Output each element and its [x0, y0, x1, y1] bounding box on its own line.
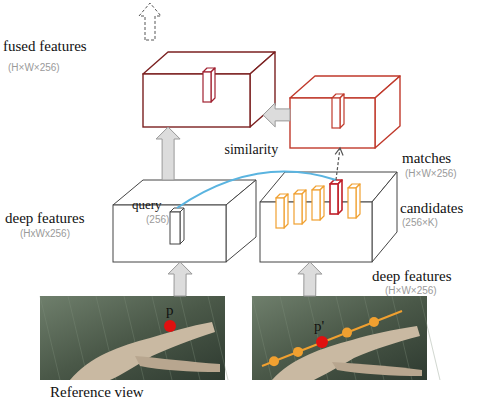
box-front-face — [330, 184, 338, 214]
feature-column — [332, 94, 344, 128]
column-size: (256) — [146, 214, 169, 225]
connector — [177, 172, 336, 208]
candidate-column — [312, 186, 324, 220]
photo-texture — [252, 296, 272, 380]
box-side-face — [226, 180, 256, 262]
view-caption: Reference view — [50, 384, 144, 401]
point-marker — [164, 320, 176, 332]
block-arrow — [168, 262, 192, 296]
deep-feature-box: deep features(HxWx256)query(256) — [113, 180, 256, 262]
box-side-face — [356, 184, 360, 218]
feature-volume — [290, 76, 400, 148]
node-outline — [290, 76, 430, 148]
node-outline — [272, 180, 372, 246]
column-title: query — [132, 198, 162, 212]
box-front-face — [143, 74, 250, 127]
reference-image: pReference view — [40, 296, 225, 380]
box-front-face — [170, 212, 180, 244]
epipolar-line — [262, 311, 402, 366]
volume-title: fused features — [3, 38, 87, 55]
feature-volume — [113, 180, 256, 262]
box-side-face — [372, 172, 397, 262]
box-side-face — [375, 76, 400, 148]
box-side-face — [250, 52, 275, 127]
connector — [156, 127, 180, 180]
volume-title: deep features — [5, 210, 85, 227]
connector — [298, 262, 322, 296]
feature-column — [170, 208, 184, 244]
candidate-point — [342, 328, 352, 338]
matches-box: matches(H×W×256) — [290, 76, 430, 148]
box-side-face — [211, 68, 215, 102]
photo-background — [40, 296, 225, 380]
node-outline — [113, 180, 256, 262]
node-outline — [252, 296, 427, 380]
box-side-face — [180, 208, 184, 244]
box-front-face — [203, 72, 211, 102]
point-label: p — [166, 302, 174, 319]
finger-shape — [135, 356, 220, 372]
box-front-face — [113, 205, 226, 262]
column-size: (256×K) — [402, 217, 438, 228]
volume-size: (H×W×256) — [405, 168, 457, 179]
deep-feature-box: deep features(H×W×256)candidates(256×K) — [260, 172, 397, 262]
connector — [263, 103, 290, 127]
connector — [168, 262, 192, 296]
box-front-face — [348, 188, 356, 218]
fused-feature-box: fused features(H×W×256) — [143, 52, 275, 127]
match-point — [316, 336, 328, 348]
box-side-face — [302, 190, 306, 224]
dashed-arrow — [336, 148, 340, 180]
candidate-column — [294, 190, 306, 224]
candidate-column — [348, 184, 360, 218]
volume-size: (H×W×256) — [385, 285, 437, 296]
node-outline — [170, 208, 184, 244]
finger-shape — [332, 362, 422, 376]
candidate-columns: candidates(256×K) — [272, 180, 372, 246]
box-front-face — [276, 198, 284, 228]
photo-texture — [420, 296, 440, 380]
block-arrow — [263, 103, 290, 127]
box-side-face — [284, 194, 288, 228]
feature-volume — [260, 172, 397, 262]
node-outline — [40, 296, 225, 380]
volume-title: deep features — [372, 268, 452, 285]
feature-column — [203, 68, 215, 102]
candidate-point — [269, 356, 279, 366]
box-side-face — [340, 94, 344, 128]
candidate-column — [276, 194, 288, 228]
box-front-face — [332, 98, 340, 128]
column-title: candidates — [400, 200, 463, 217]
arrow-head — [335, 148, 343, 155]
block-arrow — [298, 262, 322, 296]
volume-title: matches — [402, 150, 451, 167]
block-arrow — [156, 127, 180, 180]
candidate-point — [369, 317, 379, 327]
point-label: p' — [314, 318, 324, 335]
selected-column — [330, 180, 342, 214]
similarity-curve — [177, 172, 336, 208]
box-front-face — [290, 98, 375, 148]
volume-size: (H×W×256) — [8, 62, 60, 73]
photo-background — [252, 296, 427, 380]
edge-label: similarity — [225, 142, 279, 157]
box-front-face — [294, 194, 302, 224]
query-column: query(256) — [170, 208, 184, 244]
photo-texture — [40, 296, 60, 380]
node-outline — [143, 52, 275, 127]
box-front-face — [312, 190, 320, 220]
source-image: p' — [252, 296, 427, 380]
connector — [335, 148, 343, 180]
box-side-face — [320, 186, 324, 220]
candidate-point — [293, 347, 303, 357]
volume-size: (HxWx256) — [20, 228, 70, 239]
dashed-output-arrow — [139, 3, 161, 40]
feature-volume — [143, 52, 275, 127]
